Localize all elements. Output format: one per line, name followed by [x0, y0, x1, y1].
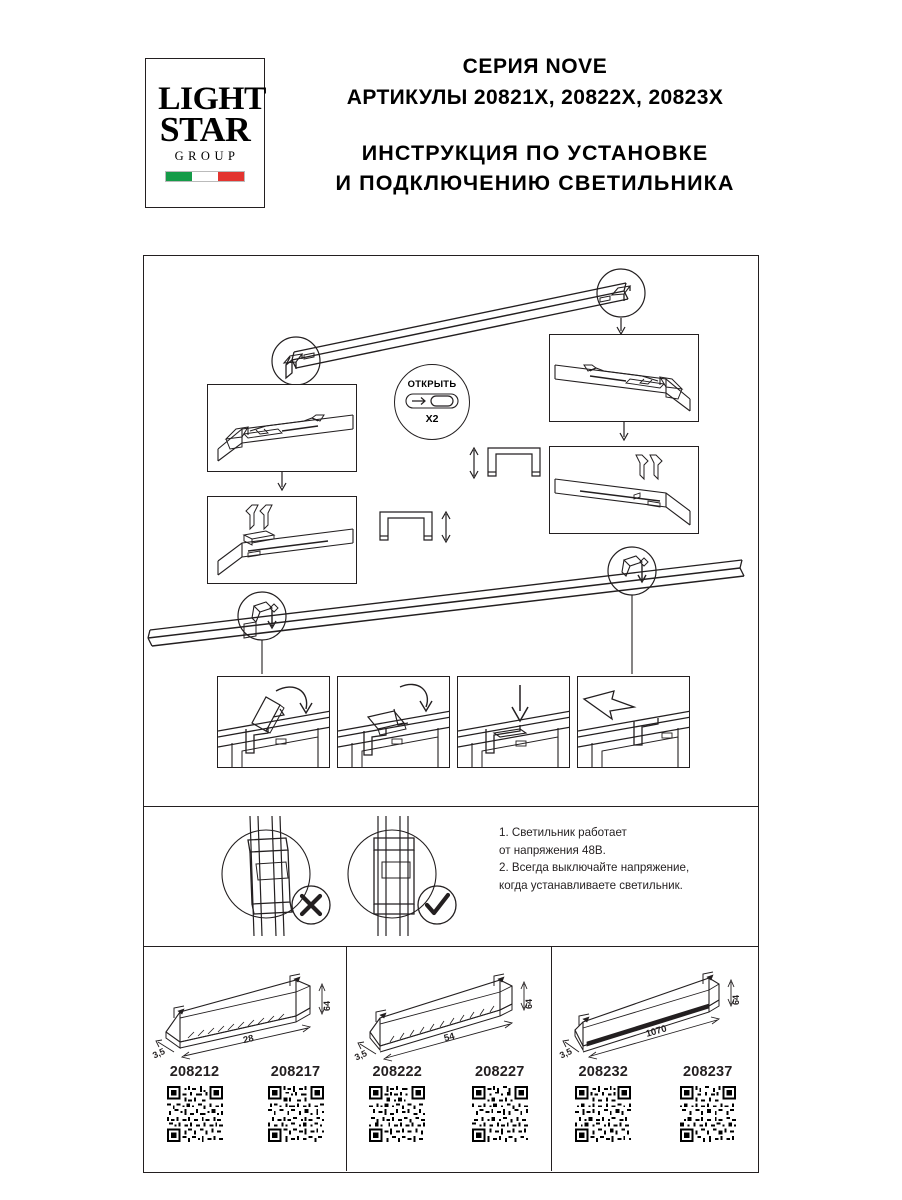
page-header: LIGHT STAR GROUP СЕРИЯ NOVE АРТИКУЛЫ 208…	[0, 0, 902, 240]
product-drawing-3: 64 1070 3,5	[558, 971, 741, 1060]
open-badge: ОТКРЫТЬ X2	[394, 364, 470, 440]
article-number: 208232	[578, 1064, 629, 1080]
insertion-step-panel-4	[577, 676, 690, 768]
arrow-right-panels	[619, 422, 629, 442]
article-entry: 208217	[254, 1064, 338, 1142]
insertion-step-panel-2	[337, 676, 450, 768]
qr-code-icon[interactable]	[166, 1086, 223, 1142]
mounting-wrong-diagram	[221, 816, 311, 936]
safety-note-line-1: 1. Светильник работает	[499, 826, 627, 839]
product-drawing-2: 64 54 3,5	[353, 973, 534, 1062]
article-entry: 208227	[458, 1064, 542, 1142]
product-2-articles: 208222	[346, 1064, 551, 1142]
article-number: 208227	[474, 1064, 525, 1080]
safety-note-line-2: от напряжения 48В.	[499, 843, 606, 857]
article-number: 208237	[682, 1064, 733, 1080]
qr-code-icon[interactable]	[369, 1086, 426, 1142]
qr-code-icon[interactable]	[575, 1086, 632, 1142]
x-mark-icon	[291, 885, 331, 925]
qr-code-icon[interactable]	[679, 1086, 736, 1142]
logo-text-star: STAR	[159, 110, 251, 150]
open-badge-label: ОТКРЫТЬ	[407, 378, 457, 390]
safety-note-line-3: 2. Всегда выключайте напряжение,	[499, 861, 690, 875]
article-entry: 208212	[153, 1064, 237, 1142]
safety-section: 1. Светильник работает от напряжения 48В…	[144, 806, 758, 946]
product-1-articles: 208212	[144, 1064, 346, 1142]
detail-panel-left-bottom	[207, 496, 357, 584]
product-drawing-1: 64 28 3,5	[151, 973, 332, 1060]
article-number: 208222	[372, 1064, 423, 1080]
instruction-frame: ОТКРЫТЬ X2	[143, 255, 759, 1173]
middle-track-diagram	[147, 546, 745, 674]
brand-logo: LIGHT STAR GROUP	[145, 58, 266, 208]
article-number: 208212	[169, 1064, 220, 1080]
qr-code-icon[interactable]	[267, 1086, 324, 1142]
detail-panel-right-top	[549, 334, 699, 422]
check-mark-icon	[417, 885, 457, 925]
safety-note-line-4: когда устанавливаете светильник.	[499, 878, 683, 892]
product-cell-1: 64 28 3,5 208212	[144, 946, 346, 1171]
product-2-length-label: 54	[443, 1031, 457, 1045]
product-3-height-label: 64	[731, 995, 741, 1005]
instruction-title-line1: ИНСТРУКЦИЯ ПО УСТАНОВКЕ	[361, 140, 709, 165]
product-2-height-label: 64	[524, 999, 534, 1009]
detail-panel-left-top	[207, 384, 357, 472]
article-number: 208217	[270, 1064, 321, 1080]
divider-safety-products	[144, 946, 758, 947]
u-bracket-icon-1	[379, 510, 451, 544]
mounting-correct-diagram	[347, 816, 437, 936]
header-titles: СЕРИЯ NOVE АРТИКУЛЫ 20821X, 20822X, 2082…	[300, 54, 770, 199]
product-1-height-label: 64	[322, 1001, 332, 1011]
assembly-section: ОТКРЫТЬ X2	[144, 256, 758, 806]
italian-flag-icon	[165, 171, 245, 183]
u-bracket-icon-2	[469, 446, 541, 480]
divider-product-2-3	[551, 946, 552, 1171]
article-entry: 208222	[355, 1064, 439, 1142]
product-2-depth-label: 3,5	[353, 1048, 369, 1062]
logo-text-group: GROUP	[174, 149, 240, 164]
instruction-title-line2: И ПОДКЛЮЧЕНИЮ СВЕТИЛЬНИКА	[335, 171, 735, 196]
safety-notes: 1. Светильник работает от напряжения 48В…	[499, 824, 749, 894]
divider-product-1-2	[346, 946, 347, 1171]
product-3-depth-label: 3,5	[558, 1046, 574, 1060]
insertion-step-panel-1	[217, 676, 330, 768]
products-section: 64 28 3,5 208212	[144, 946, 758, 1171]
insertion-step-panel-3	[457, 676, 570, 768]
arrow-left-panels	[277, 472, 287, 492]
open-badge-icon	[405, 393, 459, 409]
detail-panel-right-bottom	[549, 446, 699, 534]
article-entry: 208232	[561, 1064, 645, 1142]
product-3-articles: 208232	[551, 1064, 760, 1142]
articles-title: АРТИКУЛЫ 20821X, 20822X, 20823X	[346, 86, 724, 110]
open-badge-multiplier: X2	[425, 412, 439, 425]
qr-code-icon[interactable]	[471, 1086, 528, 1142]
product-1-depth-label: 3,5	[151, 1046, 167, 1060]
product-cell-3: 64 1070 3,5 208232	[551, 946, 760, 1171]
divider-assembly-safety	[144, 806, 758, 807]
logo-text-light: LIGHT	[158, 80, 266, 117]
series-title: СЕРИЯ NOVE	[462, 55, 608, 78]
article-entry: 208237	[666, 1064, 750, 1142]
product-cell-2: 64 54 3,5 208222	[346, 946, 551, 1171]
product-1-length-label: 28	[242, 1033, 255, 1046]
